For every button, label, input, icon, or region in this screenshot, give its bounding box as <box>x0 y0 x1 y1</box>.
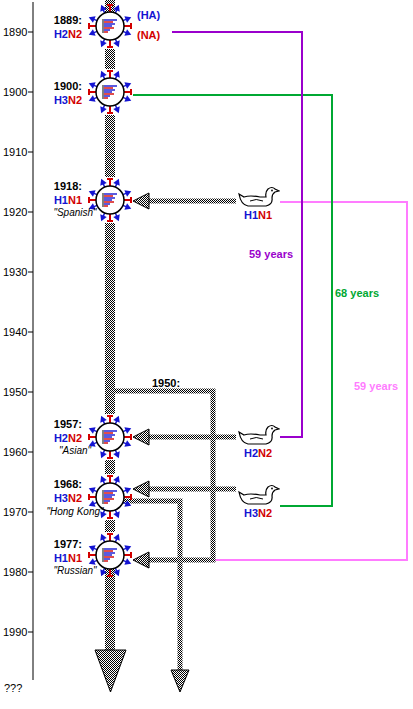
interval-bracket <box>133 202 407 560</box>
transmission-arrow <box>141 199 236 204</box>
virus-particle: 1957: H2N2"Asian" <box>44 414 133 460</box>
pandemic-name: "Asian" <box>44 445 106 457</box>
edge-label: 59 years <box>354 380 398 392</box>
colour-run: H1 <box>244 209 258 221</box>
transmission-arrow <box>110 223 213 560</box>
axis-year-label: 1940 <box>3 326 27 338</box>
virus-particle: 1968: H3N2"Hong Kong" <box>44 474 133 520</box>
strain-year-label: 1889: H2N2 <box>44 13 82 41</box>
duck-icon <box>236 484 280 508</box>
virus-icon <box>87 69 133 115</box>
pandemic-name: "Hong Kong" <box>44 506 106 518</box>
colour-run: N2 <box>258 447 272 459</box>
axis-year-label: 1980 <box>3 566 27 578</box>
bird-reservoir: H1N1 <box>236 186 280 222</box>
colour-run: N1 <box>258 209 272 221</box>
axis-year-label: 1930 <box>3 266 27 278</box>
edge-label: 59 years <box>249 248 293 260</box>
colour-run: N2 <box>68 28 82 40</box>
colour-run: 1957: <box>54 418 82 430</box>
axis-year-label: 1890 <box>3 26 27 38</box>
colour-run: N2 <box>258 507 272 519</box>
axis-year-label: 1990 <box>3 626 27 638</box>
colour-run: 1918: <box>54 180 82 192</box>
antigen-label: (HA) <box>137 9 177 21</box>
axis-year-label: 1960 <box>3 446 27 458</box>
colour-run: 1889: <box>54 14 82 26</box>
axis-year-label: 1910 <box>3 146 27 158</box>
strain-year-label: 1977: H1N1 <box>44 537 82 565</box>
pandemic-name: "Russian" <box>44 565 106 577</box>
virus-particle: 1977: H1N1"Russian" <box>44 532 133 578</box>
colour-run: H2 <box>244 447 258 459</box>
axis-year-label: ??? <box>4 682 22 694</box>
axis-year-label: 1920 <box>3 206 27 218</box>
lineage-arrowhead <box>95 650 126 692</box>
lineage-link <box>105 520 115 532</box>
virus-icon <box>87 3 133 49</box>
edge-label: 68 years <box>335 287 379 299</box>
edge-label: 1950: <box>152 377 180 389</box>
colour-run: 1977: <box>54 538 82 550</box>
colour-run: N1 <box>68 194 82 206</box>
colour-run: N2 <box>68 432 82 444</box>
lineage-link <box>105 115 115 177</box>
transmission-arrow <box>141 487 236 492</box>
interval-bracket <box>172 32 302 437</box>
virus-icon <box>87 414 133 460</box>
colour-run: N2 <box>68 492 82 504</box>
colour-run: H2 <box>54 432 68 444</box>
lineage-link <box>105 49 115 69</box>
axis-ticks <box>28 32 33 632</box>
colour-run: H1 <box>54 194 68 206</box>
branch-line <box>120 501 180 672</box>
virus-particle: 1900: H3N2 <box>44 69 133 115</box>
strain-year-label: 1900: H3N2 <box>44 79 82 107</box>
pandemic-name: "Spanish" <box>44 207 106 219</box>
strain-label: H3N2 <box>230 507 286 519</box>
duck-icon <box>236 186 280 210</box>
colour-run: 1968: <box>54 478 82 490</box>
strain-year-label: 1957: H2N2 <box>44 417 82 445</box>
strain-label: H2N2 <box>230 447 286 459</box>
virus-particle: 1918: H1N1"Spanish" <box>44 177 133 223</box>
colour-run: 1900: <box>54 80 82 92</box>
axis-year-label: 1970 <box>3 506 27 518</box>
axis-year-label: 1950 <box>3 386 27 398</box>
bird-reservoir: H2N2 <box>236 424 280 460</box>
transmission-arrow <box>141 435 236 440</box>
axis-year-label: 1900 <box>3 86 27 98</box>
branch-arrowhead <box>171 670 189 692</box>
duck-icon <box>236 424 280 448</box>
time-axis <box>33 2 34 680</box>
colour-run: N2 <box>68 94 82 106</box>
colour-run: H2 <box>54 28 68 40</box>
bird-reservoir: H3N2 <box>236 484 280 520</box>
colour-run: H3 <box>244 507 258 519</box>
strain-year-label: 1968: H3N2 <box>44 477 82 505</box>
lineage-link <box>105 460 115 474</box>
colour-run: H3 <box>54 492 68 504</box>
strain-year-label: 1918: H1N1 <box>44 179 82 207</box>
colour-run: H1 <box>54 552 68 564</box>
antigen-label: (NA) <box>137 29 177 41</box>
colour-run: N1 <box>68 552 82 564</box>
strain-label: H1N1 <box>230 209 286 221</box>
virus-particle: 1889: H2N2(HA)(NA) <box>44 3 172 49</box>
colour-run: H3 <box>54 94 68 106</box>
